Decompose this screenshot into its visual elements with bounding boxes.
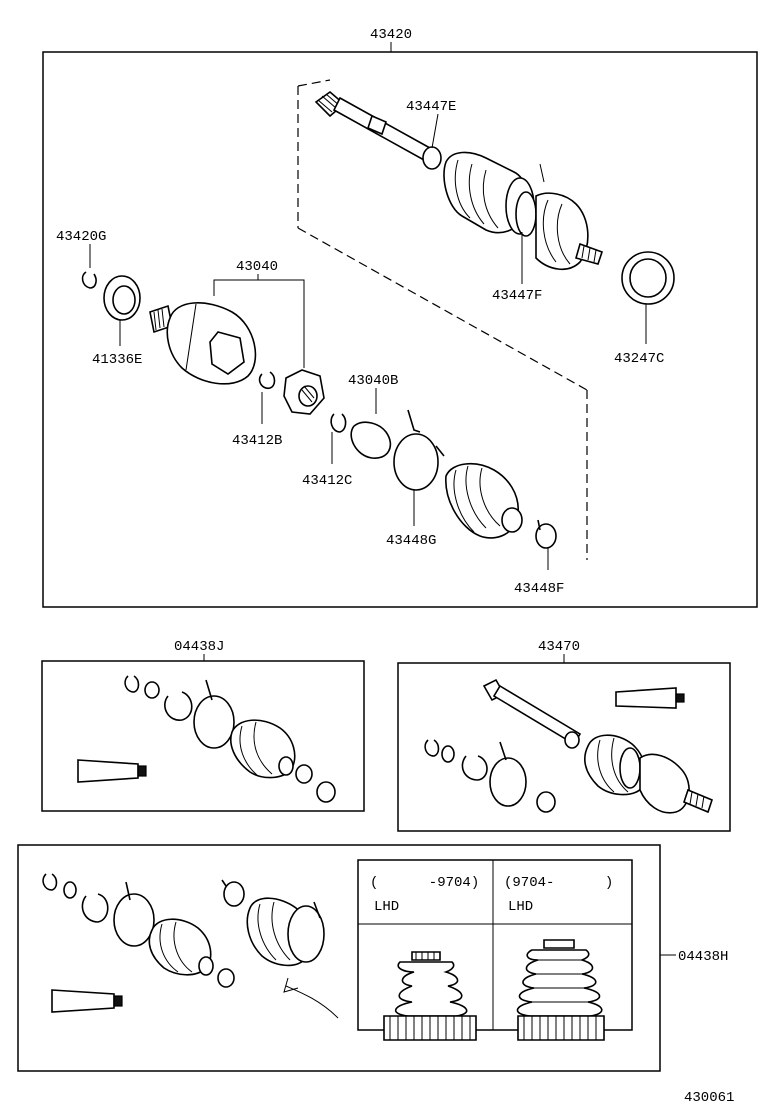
snap-ring-43412B xyxy=(258,371,276,390)
clamp-43448F xyxy=(535,519,557,549)
bearing-41336E xyxy=(103,275,141,321)
label-43412C: 43412C xyxy=(302,473,352,489)
kit-43470-frame xyxy=(397,662,731,832)
label-41336E: 41336E xyxy=(92,352,142,368)
diagram-id: 430061 xyxy=(684,1090,734,1106)
label-43448G: 43448G xyxy=(386,533,436,549)
main-assembly-frame xyxy=(42,51,758,608)
tripod-joint xyxy=(283,369,325,415)
label-04438J: 04438J xyxy=(174,639,224,655)
boot-variant-lhd-before-9704 xyxy=(383,951,477,1041)
label-43420: 43420 xyxy=(370,27,412,43)
table-col1-spec: LHD xyxy=(374,899,399,915)
label-43420G: 43420G xyxy=(56,229,106,245)
exploded-view-dashed-outline xyxy=(297,79,588,560)
inner-boot xyxy=(445,463,523,539)
kit-04438H-parts xyxy=(42,873,339,1019)
boot-variant-lhd-after-9704 xyxy=(516,939,605,1041)
label-43470: 43470 xyxy=(538,639,580,655)
label-04438H: 04438H xyxy=(678,949,728,965)
driveshaft-assembly-43420 xyxy=(314,90,604,270)
label-43447E: 43447E xyxy=(406,99,456,115)
label-43448F: 43448F xyxy=(514,581,564,597)
label-43247C: 43247C xyxy=(614,351,664,367)
kit-04438J-parts xyxy=(77,675,336,803)
label-43040: 43040 xyxy=(236,259,278,275)
snap-ring-43412C xyxy=(330,413,347,433)
table-col2-spec: LHD xyxy=(508,899,533,915)
label-43447F: 43447F xyxy=(492,288,542,304)
ring-43040B xyxy=(350,421,392,459)
inner-joint-housing-43040 xyxy=(149,302,257,385)
label-43412B: 43412B xyxy=(232,433,282,449)
snap-ring-43420G xyxy=(81,271,97,289)
label-43040B: 43040B xyxy=(348,373,398,389)
boot-variant-table xyxy=(357,859,633,1031)
table-col2-range: (9704- ) xyxy=(504,875,613,891)
kit-04438J-frame xyxy=(41,660,365,812)
kit-43470-parts xyxy=(424,678,713,814)
kit-04438H-frame xyxy=(17,844,661,1072)
boot-band-43448G xyxy=(393,409,445,491)
table-col1-range: ( -9704) xyxy=(370,875,479,891)
ring-43247C xyxy=(621,251,675,305)
